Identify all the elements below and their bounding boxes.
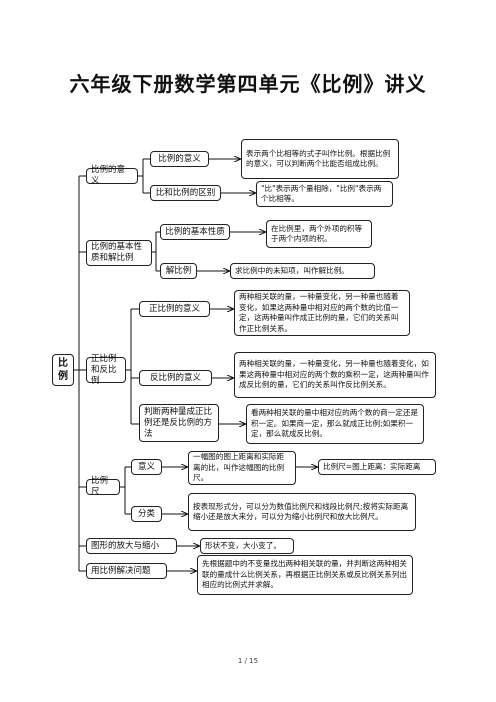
- desc-zoom: 形状不变，大小变了。: [200, 538, 294, 554]
- desc-solve-problems-text: 先根据题中的不变量找出两种相关联的量，并判断这两种相关联的量成什么比例关系，再根…: [202, 559, 408, 590]
- node-direct-proportion: 正比例的意义: [139, 301, 210, 317]
- node-inverse-proportion-label: 反比例的意义: [149, 372, 201, 383]
- section-property: 比例的基本性质和解比例: [86, 240, 152, 266]
- node-judge-method-label: 判断两种量成正比例还是反比例的方法: [144, 406, 213, 439]
- root-node: 比例: [52, 354, 74, 386]
- desc-direct-proportion-text: 两种相关联的量，一种量变化，另一种量也随着变化，如果这两种量中相对应的两个数的比…: [239, 292, 399, 333]
- node-judge-method: 判断两种量成正比例还是反比例的方法: [139, 404, 219, 442]
- scale-formula-text: 比例尺=图上距离：实际距离: [323, 461, 421, 471]
- node-ratio-vs-proportion-label: 比和比例的区别: [155, 187, 216, 198]
- node-basic-property: 比例的基本性质: [160, 224, 230, 240]
- desc-inverse-proportion-text: 两种相关联的量，一种量变化，另一种量也随着变化，如果这两种量中相对应的两个数的乘…: [239, 359, 429, 390]
- desc-scale-meaning: 一幅图的图上距离和实际距离的比，叫作这幅图的比例尺。: [188, 451, 296, 485]
- node-inverse-proportion: 反比例的意义: [139, 370, 212, 386]
- desc-solve-proportion: 求比例中的未知项，叫作解比例。: [230, 263, 375, 279]
- desc-meaning-definition-text: 表示两个比相等的式子叫作比例。根据比例的意义，可以判断两个比能否组成比例。: [246, 148, 391, 169]
- section-scale: 比例尺: [86, 476, 120, 497]
- node-solve-proportion: 解比例: [160, 263, 197, 279]
- desc-solve-problems: 先根据题中的不变量找出两种相关联的量，并判断这两种相关联的量成什么比例关系，再根…: [197, 555, 413, 595]
- node-meaning-definition: 比例的意义: [150, 151, 209, 167]
- page-indicator: 1 / 15: [237, 657, 259, 665]
- desc-judge-method-text: 看两种相关联的量中相对应的两个数的商一定还是积一定。如果商一定，那么就成正比例;…: [251, 408, 419, 439]
- node-scale-classification-label: 分类: [137, 508, 155, 519]
- section-meaning: 比例的意义: [86, 165, 138, 186]
- node-scale-classification: 分类: [131, 506, 162, 522]
- desc-basic-property: 在比例里，两个外项的积等于两个内项的积。: [266, 220, 372, 248]
- section-direct-inverse-label: 正比例和反比例: [91, 353, 117, 386]
- scale-formula: 比例尺=图上距离：实际距离: [318, 459, 436, 475]
- section-solve-problems: 用比例解决问题: [86, 563, 167, 579]
- desc-meaning-definition: 表示两个比相等的式子叫作比例。根据比例的意义，可以判断两个比能否组成比例。: [241, 139, 399, 179]
- desc-ratio-vs-proportion: "比"表示两个量相除，"比例"表示两个比相等。: [256, 181, 393, 207]
- node-basic-property-label: 比例的基本性质: [165, 226, 225, 237]
- section-zoom-label: 图形的放大与缩小: [91, 540, 160, 551]
- section-meaning-label: 比例的意义: [91, 165, 126, 186]
- node-scale-meaning-label: 意义: [137, 461, 155, 472]
- node-scale-meaning: 意义: [131, 459, 162, 475]
- section-solve-problems-label: 用比例解决问题: [91, 565, 151, 576]
- desc-direct-proportion: 两种相关联的量，一种量变化，另一种量也随着变化，如果这两种量中相对应的两个数的比…: [234, 290, 410, 336]
- node-solve-proportion-label: 解比例: [165, 265, 192, 276]
- desc-basic-property-text: 在比例里，两个外项的积等于两个内项的积。: [271, 223, 363, 244]
- node-ratio-vs-proportion: 比和比例的区别: [150, 185, 221, 201]
- node-direct-proportion-label: 正比例的意义: [148, 303, 200, 314]
- section-scale-label: 比例尺: [91, 476, 109, 497]
- section-property-label: 比例的基本性质和解比例: [91, 242, 143, 263]
- desc-judge-method: 看两种相关联的量中相对应的两个数的商一定还是积一定。如果商一定，那么就成正比例;…: [246, 404, 424, 444]
- desc-solve-proportion-text: 求比例中的未知项，叫作解比例。: [235, 265, 349, 275]
- node-meaning-definition-label: 比例的意义: [158, 153, 201, 164]
- root-label: 比例: [58, 358, 68, 382]
- section-direct-inverse: 正比例和反比例: [86, 354, 126, 386]
- section-zoom: 图形的放大与缩小: [86, 538, 177, 554]
- desc-scale-classification-text: 按表现形式分，可以分为数值比例尺和线段比例尺;按将实际距离缩小还是放大来分，可以…: [193, 501, 409, 522]
- desc-zoom-text: 形状不变，大小变了。: [205, 540, 281, 550]
- page-title: 六年级下册数学第四单元《比例》讲义: [69, 72, 427, 96]
- desc-scale-classification: 按表现形式分，可以分为数值比例尺和线段比例尺;按将实际距离缩小还是放大来分，可以…: [188, 493, 416, 531]
- desc-scale-meaning-text: 一幅图的图上距离和实际距离的比，叫作这幅图的比例尺。: [193, 452, 285, 483]
- desc-inverse-proportion: 两种相关联的量，一种量变化，另一种量也随着变化，如果这两种量中相对应的两个数的乘…: [234, 352, 436, 398]
- desc-ratio-vs-proportion-text: "比"表示两个量相除，"比例"表示两个比相等。: [261, 183, 382, 204]
